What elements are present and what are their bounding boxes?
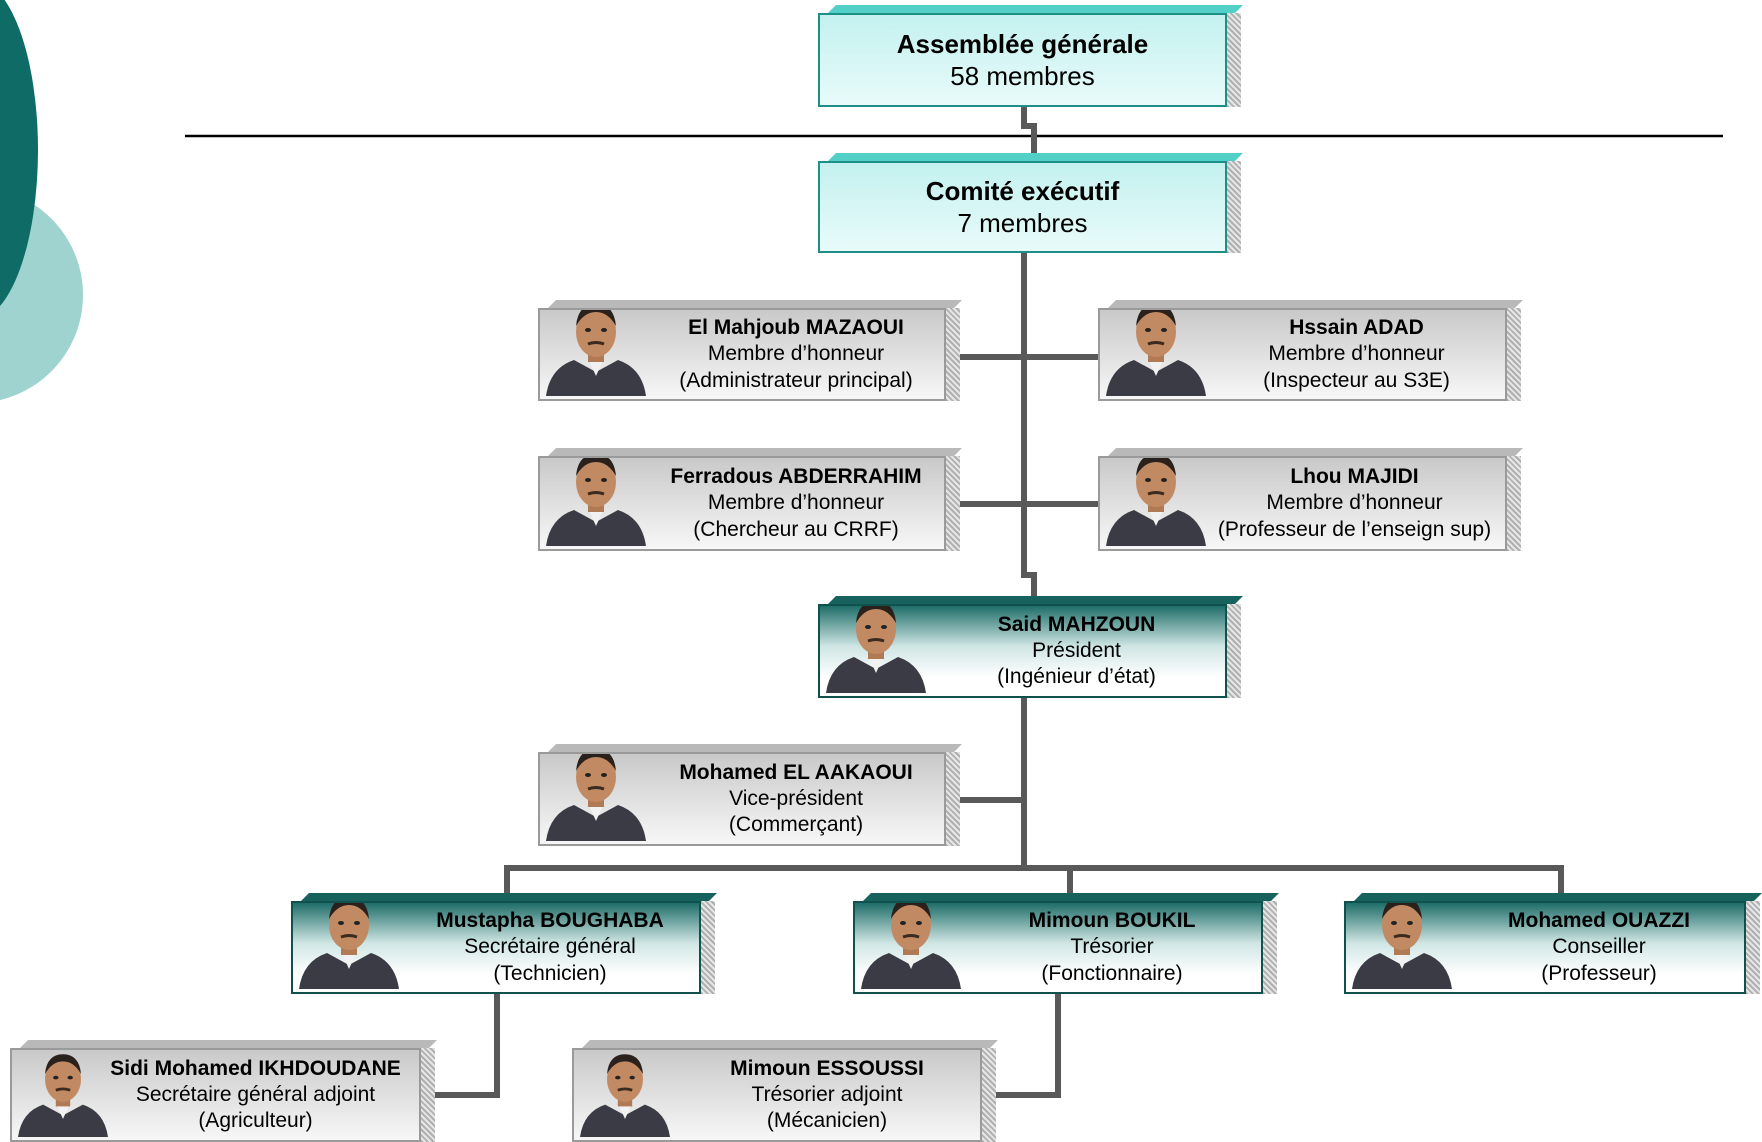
member-name: Mimoun ESSOUSSI (730, 1056, 924, 1080)
connector-officers-bar (504, 865, 1564, 898)
committee-title: Comité exécutif (925, 175, 1120, 206)
honorary-member-card: Ferradous ABDERRAHIM Membre d’honneur (C… (538, 448, 962, 551)
portrait-photo (580, 1052, 670, 1137)
member-role: Trésorier adjoint (751, 1082, 903, 1106)
member-role: Vice-président (729, 786, 863, 810)
member-role: Membre d’honneur (707, 342, 885, 366)
vice-president-card: Mohamed EL AAKAOUI Vice-président (Comme… (538, 744, 962, 846)
portrait-photo (826, 606, 926, 693)
member-role: Membre d’honneur (1268, 342, 1445, 366)
member-occupation: (Inspecteur au S3E) (1263, 368, 1450, 392)
member-role: Secrétaire général (464, 935, 636, 959)
officer-card: Mustapha BOUGHABA Secrétaire général (Te… (291, 893, 717, 994)
member-role: Conseiller (1552, 935, 1646, 959)
dark-teal-circle (0, 0, 38, 307)
member-name: Mustapha BOUGHABA (436, 909, 664, 933)
assembly-title: Assemblée générale (896, 28, 1149, 59)
member-name: El Mahjoub MAZAOUI (688, 316, 904, 340)
honorary-member-card: El Mahjoub MAZAOUI Membre d’honneur (Adm… (538, 300, 962, 401)
member-name: Mimoun BOUKIL (1028, 909, 1196, 933)
member-occupation: (Professeur de l’enseign sup) (1217, 517, 1492, 541)
member-occupation: (Chercheur au CRRF) (693, 517, 899, 541)
portrait-photo (546, 310, 646, 396)
honorary-member-card: Lhou MAJIDI Membre d’honneur (Professeur… (1098, 448, 1523, 551)
president-card: Said MAHZOUN Président (Ingénieur d’état… (818, 596, 1243, 698)
assembly-box: Assemblée générale 58 membres (818, 5, 1243, 107)
portrait-photo (861, 903, 961, 989)
member-occupation: (Mécanicien) (766, 1109, 888, 1133)
portrait-photo (546, 458, 646, 546)
member-role: Membre d’honneur (707, 491, 885, 515)
member-occupation: (Ingénieur d’état) (997, 665, 1156, 689)
member-name: Ferradous ABDERRAHIM (670, 465, 922, 489)
member-name: Lhou MAJIDI (1290, 465, 1419, 489)
committee-box: Comité exécutif 7 membres (818, 153, 1243, 253)
portrait-photo (1352, 903, 1452, 989)
member-occupation: (Professeur) (1541, 961, 1657, 985)
connector-assembly-committee (1021, 105, 1037, 157)
connector-committee-president (1021, 249, 1037, 599)
deputy-card: Mimoun ESSOUSSI Trésorier adjoint (Mécan… (572, 1040, 998, 1142)
member-name: Mohamed EL AAKAOUI (679, 760, 913, 784)
portrait-photo (299, 903, 399, 989)
member-name: Mohamed OUAZZI (1508, 909, 1690, 933)
member-name: Said MAHZOUN (997, 612, 1156, 636)
member-role: Président (1032, 638, 1121, 662)
member-role: Secrétaire général adjoint (135, 1082, 376, 1106)
portrait-photo (1106, 310, 1206, 396)
honorary-member-card: Hssain ADAD Membre d’honneur (Inspecteur… (1098, 300, 1523, 401)
connector-secretary-deputy (430, 989, 500, 1098)
member-occupation: (Administrateur principal) (679, 368, 913, 392)
member-occupation: (Technicien) (493, 961, 607, 985)
member-role: Trésorier (1070, 935, 1154, 959)
member-role: Membre d’honneur (1266, 491, 1443, 515)
officer-card: Mimoun BOUKIL Trésorier (Fonctionnaire) (853, 893, 1279, 994)
connector-treasurer-deputy (991, 989, 1061, 1098)
portrait-photo (546, 754, 646, 841)
member-name: Hssain ADAD (1289, 316, 1424, 340)
member-name: Sidi Mohamed IKHDOUDANE (110, 1056, 401, 1080)
committee-count: 7 membres (957, 208, 1088, 238)
portrait-photo (1106, 458, 1206, 546)
officer-card: Mohamed OUAZZI Conseiller (Professeur) (1344, 893, 1762, 994)
member-occupation: (Commerçant) (728, 813, 864, 837)
member-occupation: (Agriculteur) (198, 1109, 313, 1133)
assembly-count: 58 membres (950, 61, 1095, 91)
deputy-card: Sidi Mohamed IKHDOUDANE Secrétaire génér… (10, 1040, 437, 1142)
member-occupation: (Fonctionnaire) (1041, 961, 1183, 985)
